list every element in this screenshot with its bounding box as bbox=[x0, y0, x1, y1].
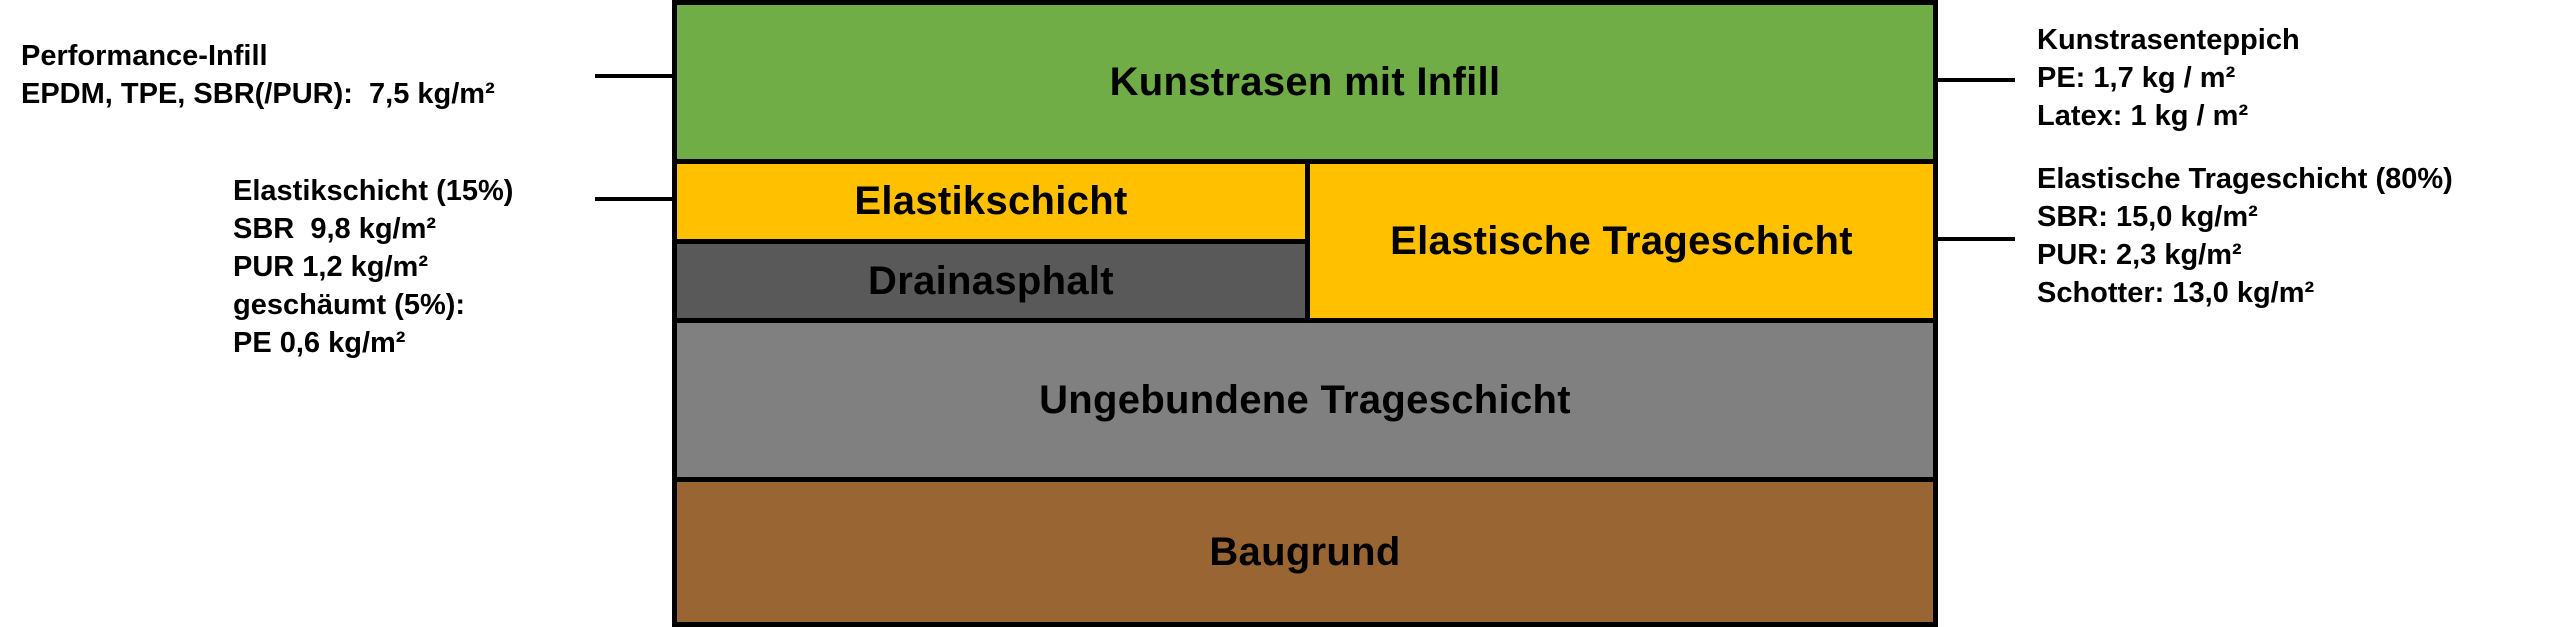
layer-subgrade: Baugrund bbox=[677, 482, 1933, 622]
connector-infill bbox=[595, 74, 673, 78]
annotation-turf-carpet-title: Kunstrasenteppich bbox=[2037, 24, 2300, 56]
annotation-elastic-base-line: SBR: 15,0 kg/m² bbox=[2037, 201, 2258, 233]
annotation-elastic-layer-line: PUR 1,2 kg/m² bbox=[233, 251, 428, 283]
layer-elastic-layer: Elastikschicht bbox=[677, 164, 1305, 239]
layer-elastic-base: Elastische Trageschicht bbox=[1310, 164, 1933, 318]
annotation-elastic-layer-line: SBR 9,8 kg/m² bbox=[233, 213, 437, 245]
annotation-elastic-layer-title: Elastikschicht (15%) bbox=[233, 175, 514, 207]
annotation-infill: Performance-Infill EPDM, TPE, SBR(/PUR):… bbox=[21, 37, 495, 113]
layer-subgrade-label: Baugrund bbox=[1209, 529, 1401, 574]
layer-elastic-layer-label: Elastikschicht bbox=[854, 179, 1128, 223]
annotation-elastic-base: Elastische Trageschicht (80%) SBR: 15,0 … bbox=[2037, 160, 2453, 312]
layer-turf-label: Kunstrasen mit Infill bbox=[1109, 59, 1501, 104]
layer-drain-asphalt: Drainasphalt bbox=[677, 244, 1305, 318]
annotation-turf-carpet-line: Latex: 1 kg / m² bbox=[2037, 100, 2249, 132]
connector-turf-carpet bbox=[1937, 78, 2015, 82]
annotation-elastic-base-title: Elastische Trageschicht (80%) bbox=[2037, 163, 2453, 195]
annotation-elastic-layer-line: geschäumt (5%): bbox=[233, 289, 466, 321]
annotation-infill-line: EPDM, TPE, SBR(/PUR): 7,5 kg/m² bbox=[21, 78, 495, 110]
annotation-turf-carpet-line: PE: 1,7 kg / m² bbox=[2037, 62, 2236, 94]
layer-drain-asphalt-label: Drainasphalt bbox=[868, 258, 1114, 303]
connector-elastic-base bbox=[1937, 237, 2015, 241]
annotation-elastic-layer-line: PE 0,6 kg/m² bbox=[233, 327, 406, 359]
layer-elastic-base-label: Elastische Trageschicht bbox=[1390, 218, 1853, 263]
layer-unbound-base: Ungebundene Trageschicht bbox=[677, 323, 1933, 477]
connector-elastic-layer bbox=[595, 197, 673, 201]
annotation-elastic-base-line: Schotter: 13,0 kg/m² bbox=[2037, 277, 2315, 309]
annotation-elastic-base-line: PUR: 2,3 kg/m² bbox=[2037, 239, 2242, 271]
layer-unbound-base-label: Ungebundene Trageschicht bbox=[1039, 377, 1571, 422]
annotation-turf-carpet: Kunstrasenteppich PE: 1,7 kg / m² Latex:… bbox=[2037, 21, 2300, 135]
annotation-infill-title: Performance-Infill bbox=[21, 40, 268, 72]
layer-stack-diagram: Kunstrasen mit Infill Elastikschicht Dra… bbox=[672, 0, 1938, 627]
annotation-elastic-layer: Elastikschicht (15%) SBR 9,8 kg/m² PUR 1… bbox=[233, 172, 513, 362]
layer-turf-with-infill: Kunstrasen mit Infill bbox=[677, 5, 1933, 159]
